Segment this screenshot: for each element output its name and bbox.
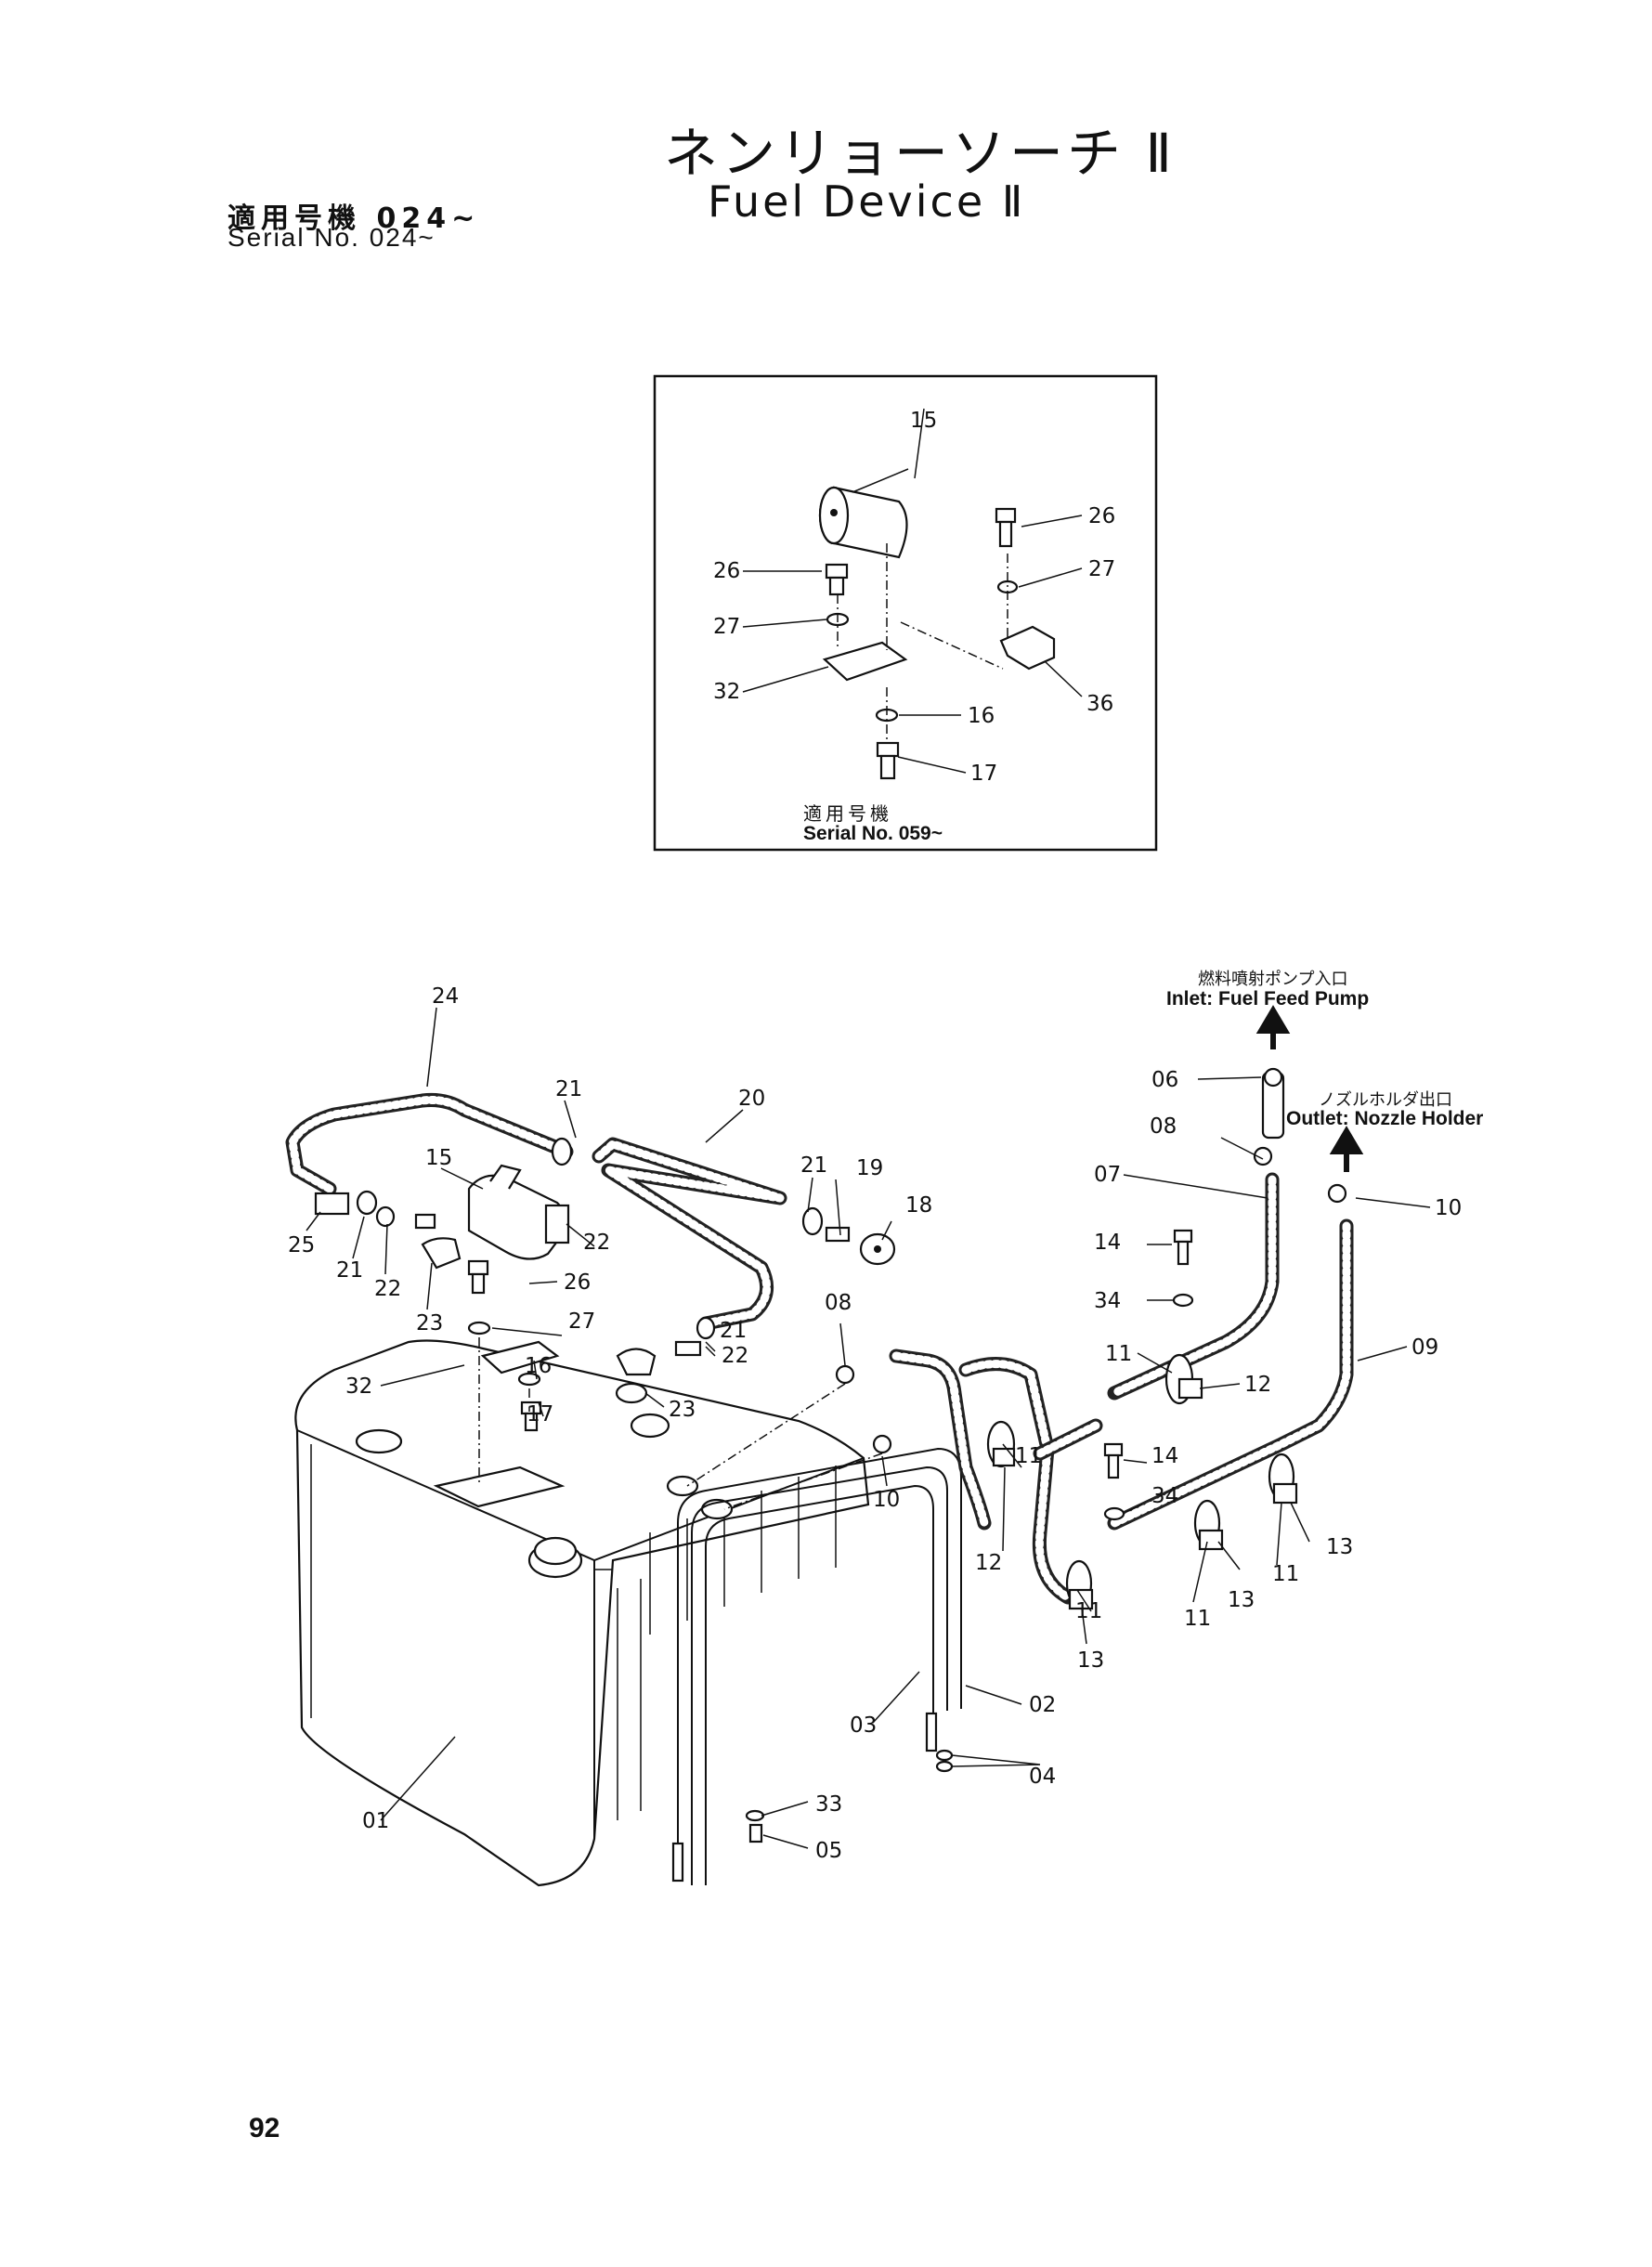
label-22a: 22 xyxy=(583,1231,610,1255)
label-18: 18 xyxy=(905,1193,932,1218)
tank-top-port xyxy=(355,1428,403,1454)
inset-label-16: 16 xyxy=(968,704,995,728)
inset-label-36: 36 xyxy=(1086,692,1113,716)
label-34a: 34 xyxy=(1094,1289,1121,1313)
label-03: 03 xyxy=(850,1713,877,1738)
label-08b: 08 xyxy=(1150,1114,1177,1139)
label-12a: 12 xyxy=(1244,1373,1271,1397)
hose-20 xyxy=(592,1137,787,1331)
label-24: 24 xyxy=(432,984,459,1009)
label-11e: 11 xyxy=(1272,1562,1299,1586)
label-13c: 13 xyxy=(1326,1535,1353,1559)
inlet-label-en: Inlet: Fuel Feed Pump xyxy=(1166,988,1370,1010)
label-15: 15 xyxy=(425,1146,452,1170)
part-labels: 24 21 20 21 19 18 15 22 25 21 22 23 26 2… xyxy=(288,984,1462,1863)
tank-mount-plate xyxy=(433,1466,566,1508)
inset-label-15: 15 xyxy=(910,409,937,433)
fuel-tank-01 xyxy=(294,1339,870,1887)
label-25: 25 xyxy=(288,1233,315,1257)
label-12b: 12 xyxy=(975,1551,1002,1575)
label-10b: 10 xyxy=(1435,1196,1462,1220)
outlet-label-jp: ノズルホルダ出口 xyxy=(1319,1090,1452,1110)
label-21b: 21 xyxy=(800,1153,827,1178)
label-26: 26 xyxy=(564,1270,591,1295)
hose-07 xyxy=(1107,1172,1280,1401)
inlet-arrow-icon xyxy=(1255,1005,1291,1049)
inset-serial-label-jp: 適用号機 xyxy=(803,802,892,825)
label-23a: 23 xyxy=(416,1311,443,1335)
outlet-label-en: Outlet: Nozzle Holder xyxy=(1286,1108,1484,1129)
label-05: 05 xyxy=(815,1839,842,1863)
label-34b: 34 xyxy=(1151,1484,1178,1508)
inset-bolt-17 xyxy=(876,741,900,780)
label-06: 06 xyxy=(1151,1068,1178,1092)
label-11c: 11 xyxy=(1075,1599,1102,1623)
inset-diagram: 15 26 26 27 27 32 36 16 17 xyxy=(653,374,1158,852)
label-14a: 14 xyxy=(1094,1231,1121,1255)
inset-frame xyxy=(653,374,1158,852)
hose-09 xyxy=(1107,1218,1354,1531)
label-17: 17 xyxy=(527,1402,553,1427)
hose-main-return xyxy=(889,1348,1075,1605)
label-20: 20 xyxy=(738,1087,765,1111)
label-14b: 14 xyxy=(1151,1444,1178,1468)
inset-bracket-36 xyxy=(999,625,1056,671)
hose-24 xyxy=(285,1093,574,1196)
label-09: 09 xyxy=(1411,1335,1438,1360)
inlet-label-jp: 燃料噴射ポンプ入口 xyxy=(1198,970,1348,989)
label-22c: 22 xyxy=(722,1344,748,1368)
label-27: 27 xyxy=(568,1309,595,1334)
hose-short-segment xyxy=(1033,1418,1103,1461)
label-21d: 21 xyxy=(720,1319,747,1343)
label-11b: 11 xyxy=(1015,1444,1042,1468)
serial-label-en: Serial No. 024~ xyxy=(228,223,436,252)
label-16: 16 xyxy=(525,1354,552,1378)
label-22b: 22 xyxy=(374,1277,401,1301)
label-10a: 10 xyxy=(873,1488,900,1512)
label-13b: 13 xyxy=(1228,1588,1255,1612)
label-04: 04 xyxy=(1029,1765,1056,1789)
label-08a: 08 xyxy=(825,1291,852,1315)
label-07: 07 xyxy=(1094,1163,1121,1187)
label-11a: 11 xyxy=(1105,1342,1132,1366)
serial-label-jp: 適用号機 024~ xyxy=(228,202,481,235)
label-13a: 13 xyxy=(1077,1648,1104,1673)
inset-filter-15 xyxy=(818,468,909,559)
outlet-arrow-icon xyxy=(1329,1126,1364,1172)
inset-label-27-left: 27 xyxy=(713,615,740,639)
inset-label-17: 17 xyxy=(970,762,997,786)
inset-bolt-26-left xyxy=(825,563,849,596)
label-01: 01 xyxy=(362,1809,389,1833)
inset-label-32: 32 xyxy=(713,680,740,704)
label-11d: 11 xyxy=(1184,1607,1211,1631)
pipe-06 xyxy=(1261,1067,1285,1140)
label-02: 02 xyxy=(1029,1693,1056,1717)
inset-label-26-left: 26 xyxy=(713,559,740,583)
inset-plate-32 xyxy=(822,641,908,682)
page-title-jp: ネンリョーソーチ Ⅱ xyxy=(664,122,1176,185)
inlet-strainer-18 xyxy=(859,1232,896,1266)
label-32: 32 xyxy=(345,1375,372,1399)
page-title-en: Fuel Device Ⅱ xyxy=(708,176,1026,227)
label-21a: 21 xyxy=(555,1077,582,1101)
inset-serial-label-en: Serial No. 059~ xyxy=(803,823,943,844)
label-21c: 21 xyxy=(336,1258,363,1283)
inset-bolt-26-right xyxy=(995,507,1017,548)
inset-label-27-right: 27 xyxy=(1088,557,1115,581)
label-19: 19 xyxy=(856,1156,883,1180)
hardware xyxy=(314,1137,1347,1844)
page-number: 92 xyxy=(249,2113,280,2143)
label-23b: 23 xyxy=(669,1398,696,1422)
label-33: 33 xyxy=(815,1792,842,1817)
fuel-pump-15 xyxy=(467,1164,570,1260)
inset-label-26-right: 26 xyxy=(1088,504,1115,528)
